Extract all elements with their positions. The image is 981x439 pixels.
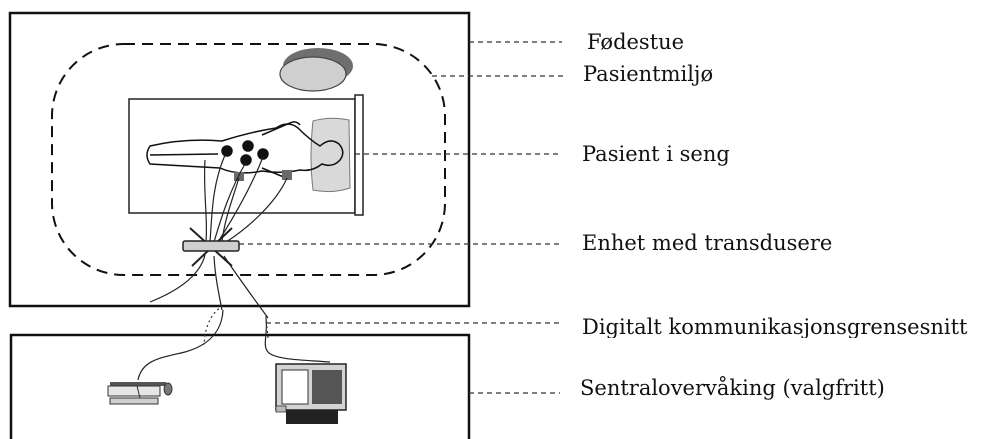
delivery-room-box — [8, 11, 471, 308]
digital-interface-line — [203, 305, 269, 346]
label-leader-lines — [239, 41, 563, 394]
label-delivery-room: Fødestue — [587, 30, 685, 54]
ceiling-lamp-icon — [279, 48, 353, 92]
label-patient-in-bed: Pasient i seng — [582, 142, 730, 166]
transducer-cables — [203, 154, 288, 243]
communication-cables — [137, 254, 331, 381]
label-digital-interface: Digitalt kommunikasjonsgrensesnitt — [582, 317, 968, 338]
central-monitoring-box — [9, 333, 471, 439]
label-transducer-unit: Enhet med transdusere — [582, 231, 833, 255]
monitor-icon — [275, 363, 347, 424]
label-central-monitoring: Sentralovervåking (valgfritt) — [580, 376, 885, 400]
workstation-icon — [107, 382, 173, 405]
patient-environment-boundary — [51, 43, 446, 276]
label-patient-environment: Pasientmiljø — [583, 62, 714, 86]
transducer-unit-icon — [182, 227, 240, 267]
